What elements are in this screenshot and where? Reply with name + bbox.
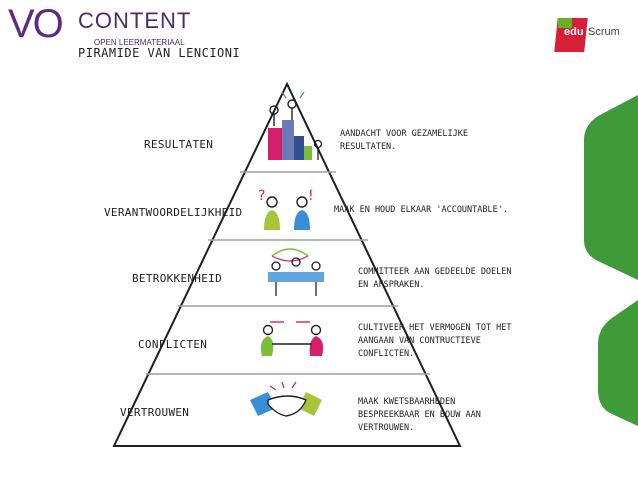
- diagram-title: PIRAMIDE VAN LENCIONI: [78, 46, 241, 60]
- eduscrum-mark-accent: [558, 18, 572, 28]
- level-desc-betrokkenheid: COMMITTEER AAN GEDEELDE DOELEN EN AFSPRA…: [358, 267, 512, 290]
- level-label-verantwoordelijkheid: VERANTWOORDELIJKHEID: [104, 206, 243, 219]
- level-desc-conflicten: CULTIVEER HET VERMOGEN TOT HET AANGAAN V…: [358, 323, 512, 359]
- svg-text:?: ?: [258, 188, 265, 204]
- level-label-betrokkenheid: BETROKKENHEID: [132, 272, 222, 285]
- side-shape-lower: [598, 300, 638, 426]
- level-label-vertrouwen: VERTROUWEN: [120, 406, 190, 419]
- logo-content-text: CONTENT: [78, 8, 192, 33]
- level-desc-vertrouwen: MAAK KWETSBAARHEDEN BESPREEKBAAR EN BOUW…: [358, 397, 481, 433]
- team-circle-icon: [268, 248, 324, 296]
- level-desc-resultaten: AANDACHT VOOR GEZAMELIJKE RESULTATEN.: [340, 129, 468, 152]
- side-shape-upper: [584, 95, 638, 280]
- level-desc-verantwoordelijkheid: MAAK EN HOUD ELKAAR 'ACCOUNTABLE'.: [334, 205, 508, 215]
- two-people-icon: ? !: [258, 188, 314, 230]
- eduscrum-logo-text-a: edu: [564, 26, 584, 38]
- pyramid-outline: [112, 81, 462, 447]
- svg-text:!: !: [308, 188, 314, 204]
- eduscrum-logo-text-b: Scrum: [588, 26, 620, 38]
- logo-subtitle: OPEN LEERMATERIAAL: [94, 38, 185, 47]
- level-label-resultaten: RESULTATEN: [144, 138, 214, 151]
- logo-vo-text: VO: [8, 2, 64, 46]
- tug-of-war-icon: [260, 321, 324, 356]
- vo-content-logo: VO CONTENT OPEN LEERMATERIAAL: [8, 2, 192, 47]
- handshake-icon: [250, 381, 322, 417]
- level-label-conflicten: CONFLICTEN: [138, 338, 208, 351]
- podium-icon: [268, 91, 323, 160]
- eduscrum-logo: edu Scrum: [554, 18, 634, 52]
